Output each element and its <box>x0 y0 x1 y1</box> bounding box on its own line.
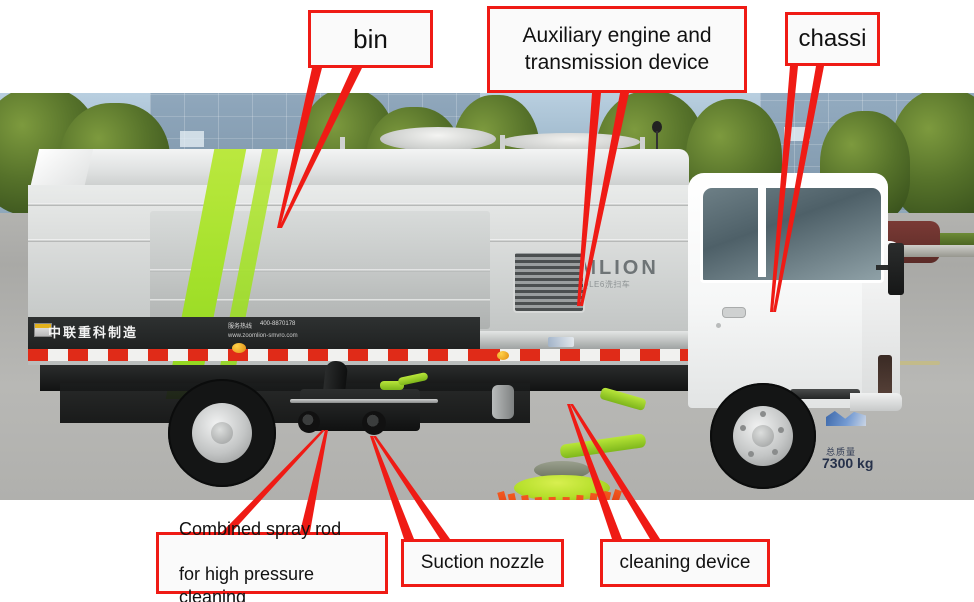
manufacturer-text-cn: 中联重科制造 <box>48 325 139 340</box>
callout-auxiliary-engine[interactable]: Auxiliary engine and transmission device <box>487 6 747 93</box>
bin-text-band <box>28 317 480 355</box>
nozzle-castor-wheel <box>362 411 386 435</box>
undercarriage-shadow <box>60 383 530 423</box>
wheel-lug <box>772 449 778 455</box>
cab-bumper <box>850 393 902 411</box>
roof-antenna <box>652 121 662 153</box>
chassis-maker-logo <box>826 411 866 426</box>
warning-sticker <box>34 323 52 337</box>
air-tank <box>492 385 514 419</box>
cab-side-window <box>700 185 884 283</box>
door-lock <box>716 323 721 328</box>
website-text: www.zoomlion-smvro.com <box>228 333 298 339</box>
callout-chassis[interactable]: chassi <box>785 12 880 66</box>
callout-spray-rod-line2: for high pressure cleaning <box>179 564 315 602</box>
brush-support-arm <box>559 433 647 459</box>
cab-window-post <box>758 185 766 277</box>
gross-weight-value: 7300 kg <box>822 455 874 471</box>
callout-auxiliary-engine-label: Auxiliary engine and transmission device <box>522 24 712 74</box>
door-handle <box>722 307 746 318</box>
cab-step <box>790 389 860 399</box>
callout-spray-rod[interactable]: Combined spray rod for high pressure cle… <box>156 519 388 602</box>
auxiliary-engine-louvre <box>513 251 585 313</box>
product-photo: ZOOMLION ZBH5070TXSQLE6洗扫车 中联重科制造 400-88… <box>0 93 974 500</box>
high-pressure-spray-rod <box>290 399 438 403</box>
callout-chassis-label: chassi <box>798 25 867 52</box>
wheel-lug <box>748 451 754 457</box>
service-hotline-text: 400-8870178 <box>260 321 296 327</box>
wheel-lug <box>778 427 784 433</box>
bin-ridge <box>150 269 490 272</box>
mirror-arm <box>876 265 894 270</box>
gross-weight-label-cn: 总质量 <box>826 447 857 457</box>
callout-suction-nozzle[interactable]: Suction nozzle <box>401 539 564 587</box>
nozzle-castor-wheel <box>298 411 320 433</box>
suction-nozzle-head <box>300 389 420 431</box>
callout-cleaning-device[interactable]: cleaning device <box>600 539 770 587</box>
bin-ridge <box>28 203 689 206</box>
service-hotline-label: 服务热线 <box>228 324 253 330</box>
callout-cleaning-device-label: cleaning device <box>619 552 751 574</box>
rear-lamp-cluster <box>878 355 892 401</box>
bin-roof <box>44 149 689 189</box>
callout-bin[interactable]: bin <box>308 10 433 68</box>
roof-pin <box>640 137 645 151</box>
reflective-strip <box>28 349 480 361</box>
wheel-lug <box>740 425 746 431</box>
roof-pin <box>500 135 505 149</box>
reflective-strip <box>480 349 690 361</box>
callout-bin-label: bin <box>353 23 388 54</box>
roof-tank-hatch <box>380 127 496 151</box>
callout-spray-rod-line1: Combined spray rod <box>179 519 342 539</box>
green-linkage <box>380 381 404 390</box>
marker-lamp <box>232 343 246 353</box>
callout-suction-nozzle-label: Suction nozzle <box>420 552 545 574</box>
marker-lamp <box>497 351 509 360</box>
sweeper-truck: ZOOMLION ZBH5070TXSQLE6洗扫车 中联重科制造 400-88… <box>0 93 974 500</box>
bin-ridge <box>150 299 490 302</box>
front-wheel-hub <box>752 425 774 447</box>
wheel-lug <box>760 411 766 417</box>
bin-small-label <box>548 337 574 347</box>
rear-wheel-hub <box>211 422 233 444</box>
brush-bristle <box>561 496 570 500</box>
side-mirror <box>888 243 904 295</box>
